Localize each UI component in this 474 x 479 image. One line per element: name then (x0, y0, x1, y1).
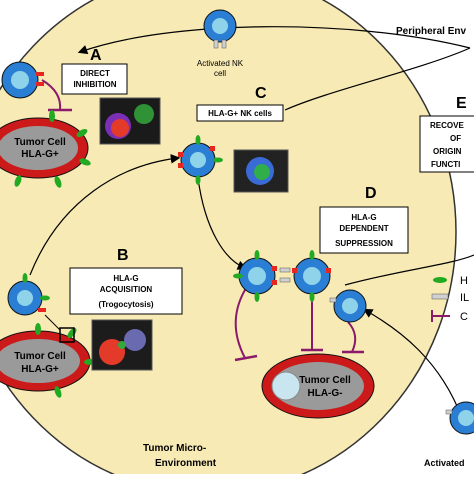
panel-e-line1: RECOVE (430, 121, 464, 130)
panel-c-line1: HLA-G+ NK cells (208, 109, 272, 118)
legend-item-2-label: IL (460, 292, 469, 304)
tumor-cell-bottom-right: Tumor Cell HLA-G- (261, 353, 375, 419)
nk-cell-d-left (233, 250, 277, 302)
panel-b-line2: ACQUISITION (100, 285, 153, 294)
arrow-activated-to-d (362, 308, 463, 419)
peripheral-environment-label: Peripheral Env (396, 26, 466, 37)
arrow-b-to-c (29, 154, 181, 276)
panel-c-letter: C (255, 85, 267, 102)
inhibition-bar-d-left (234, 354, 258, 362)
nk-cell-c (178, 135, 223, 185)
nk-cell-d-mid (279, 250, 331, 302)
inhibition-symbol-d-left (234, 284, 249, 359)
tumor-cell-bottom-left-line1: Tumor Cell (14, 351, 66, 362)
panel-b-line1: HLA-G (113, 274, 138, 283)
micrograph-b (91, 319, 153, 371)
tumor-cell-bottom-right-line1: Tumor Cell (299, 375, 351, 386)
activated-bottom-label: Activated (424, 458, 465, 468)
tumor-microenvironment-label-2: Environment (155, 458, 217, 469)
panel-b-box (69, 267, 183, 315)
tumor-cell-top-line1: Tumor Cell (14, 137, 66, 148)
panel-e-letter: E (456, 95, 467, 112)
panel-e-line2: OF (450, 134, 461, 143)
panel-e-box (419, 115, 474, 173)
arrow-box-to-nk (44, 314, 61, 331)
nk-cell-b (7, 273, 50, 316)
panel-b-line3: (Trogocytosis) (98, 300, 153, 309)
micrograph-c (233, 149, 289, 193)
tumor-microenvironment-label-1: Tumor Micro- (143, 443, 206, 454)
arrow-peripheral-curve (284, 47, 471, 111)
panel-d-line1: HLA-G (351, 213, 376, 222)
panel-a-box (61, 63, 128, 95)
tumor-cell-bottom-left: Tumor Cell HLA-G+ (0, 323, 96, 398)
panel-d-line2: DEPENDENT (339, 224, 388, 233)
arrow-peripheral-to-a (77, 26, 471, 55)
activated-nk-label-1: Activated NK (197, 59, 244, 68)
panel-a-line1: DIRECT (80, 69, 110, 78)
tumor-cell-top: Tumor Cell HLA-G+ (0, 110, 91, 188)
legend-hla-g-swatch (433, 277, 447, 283)
arrow-d-to-e (344, 254, 474, 286)
micrograph-a (99, 97, 161, 145)
tumor-cell-bottom-right-line2: HLA-G- (308, 388, 343, 399)
arrow-c-to-d (197, 177, 248, 270)
legend-item-1-label: H (460, 275, 468, 287)
legend-il-swatch (431, 293, 449, 300)
inhibition-symbol-a (41, 79, 62, 111)
tumor-cell-top-line2: HLA-G+ (21, 149, 59, 160)
legend: H IL C (431, 275, 469, 323)
panel-d-letter: D (365, 185, 377, 202)
legend-item-3-label: C (460, 311, 468, 323)
panel-d-box (319, 206, 409, 254)
panel-d-line3: SUPPRESSION (335, 239, 393, 248)
nk-cell-activated-top (203, 9, 237, 49)
trogocytosis-highlight-box (59, 327, 75, 343)
panel-a-line2: INHIBITION (73, 80, 116, 89)
panel-e-line3: ORIGIN (433, 147, 462, 156)
panel-a-letter: A (90, 47, 102, 64)
nk-cell-d-right (329, 289, 367, 323)
panel-c-box (196, 104, 284, 122)
inhibition-symbol-d-right (347, 321, 357, 353)
nk-cell-activated-bottom (445, 401, 474, 435)
panel-b-letter: B (117, 247, 129, 264)
tumor-cell-bottom-left-line2: HLA-G+ (21, 364, 59, 375)
activated-nk-label-2: cell (214, 69, 226, 78)
nk-cell-a (1, 61, 44, 99)
panel-e-line4: FUNCTI (431, 160, 460, 169)
